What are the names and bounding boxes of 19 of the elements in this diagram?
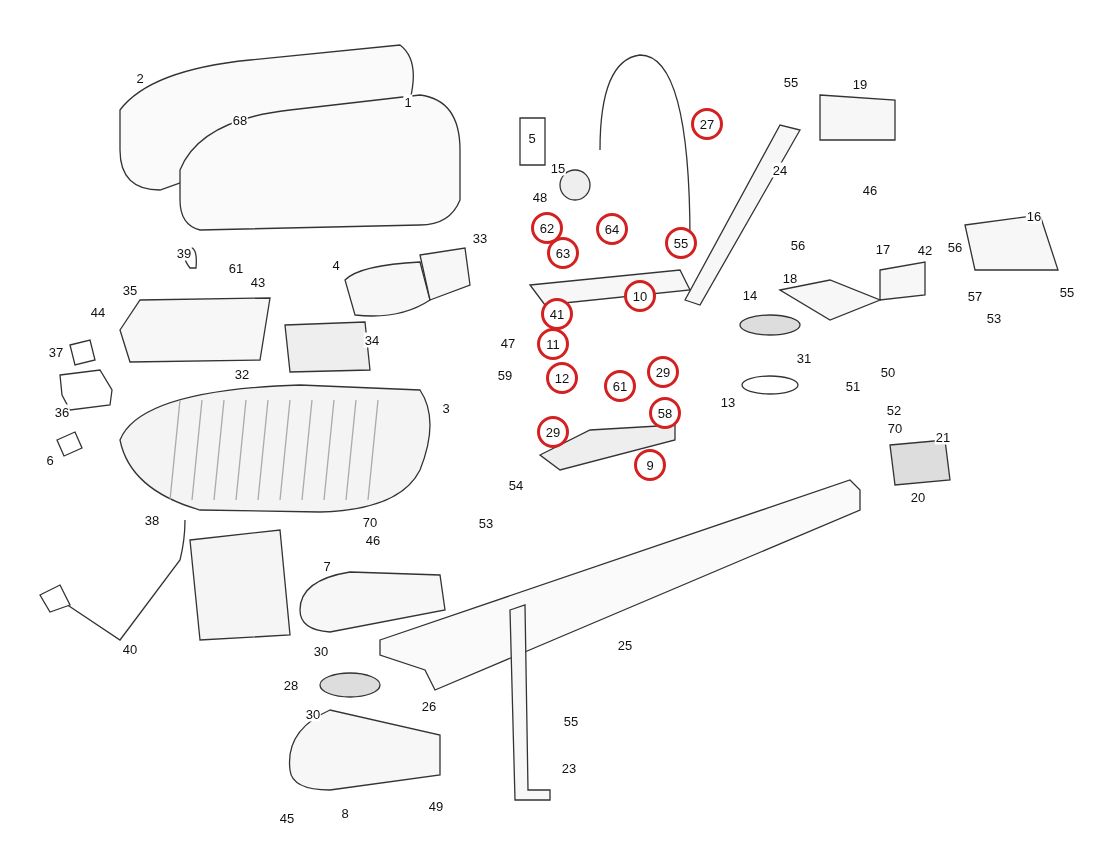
callout-number: 39 bbox=[175, 245, 193, 261]
callout-number: 12 bbox=[546, 362, 578, 394]
callout-number: 68 bbox=[231, 112, 249, 128]
callout-number: 29 bbox=[647, 356, 679, 388]
callout-number: 41 bbox=[541, 298, 573, 330]
callout-number: 61 bbox=[604, 370, 636, 402]
callout-number: 1 bbox=[403, 94, 413, 110]
callout-number: 55 bbox=[665, 227, 697, 259]
callout-number: 24 bbox=[771, 162, 789, 178]
callout-number: 29 bbox=[537, 416, 569, 448]
callout-number: 10 bbox=[624, 280, 656, 312]
callout-number: 58 bbox=[649, 397, 681, 429]
callout-number: 64 bbox=[596, 213, 628, 245]
callout-number: 27 bbox=[691, 108, 723, 140]
callout-number: 11 bbox=[537, 328, 569, 360]
callout-number: 9 bbox=[634, 449, 666, 481]
callout-number: 34 bbox=[363, 332, 381, 348]
callout-number: 36 bbox=[53, 404, 71, 420]
callout-number: 63 bbox=[547, 237, 579, 269]
